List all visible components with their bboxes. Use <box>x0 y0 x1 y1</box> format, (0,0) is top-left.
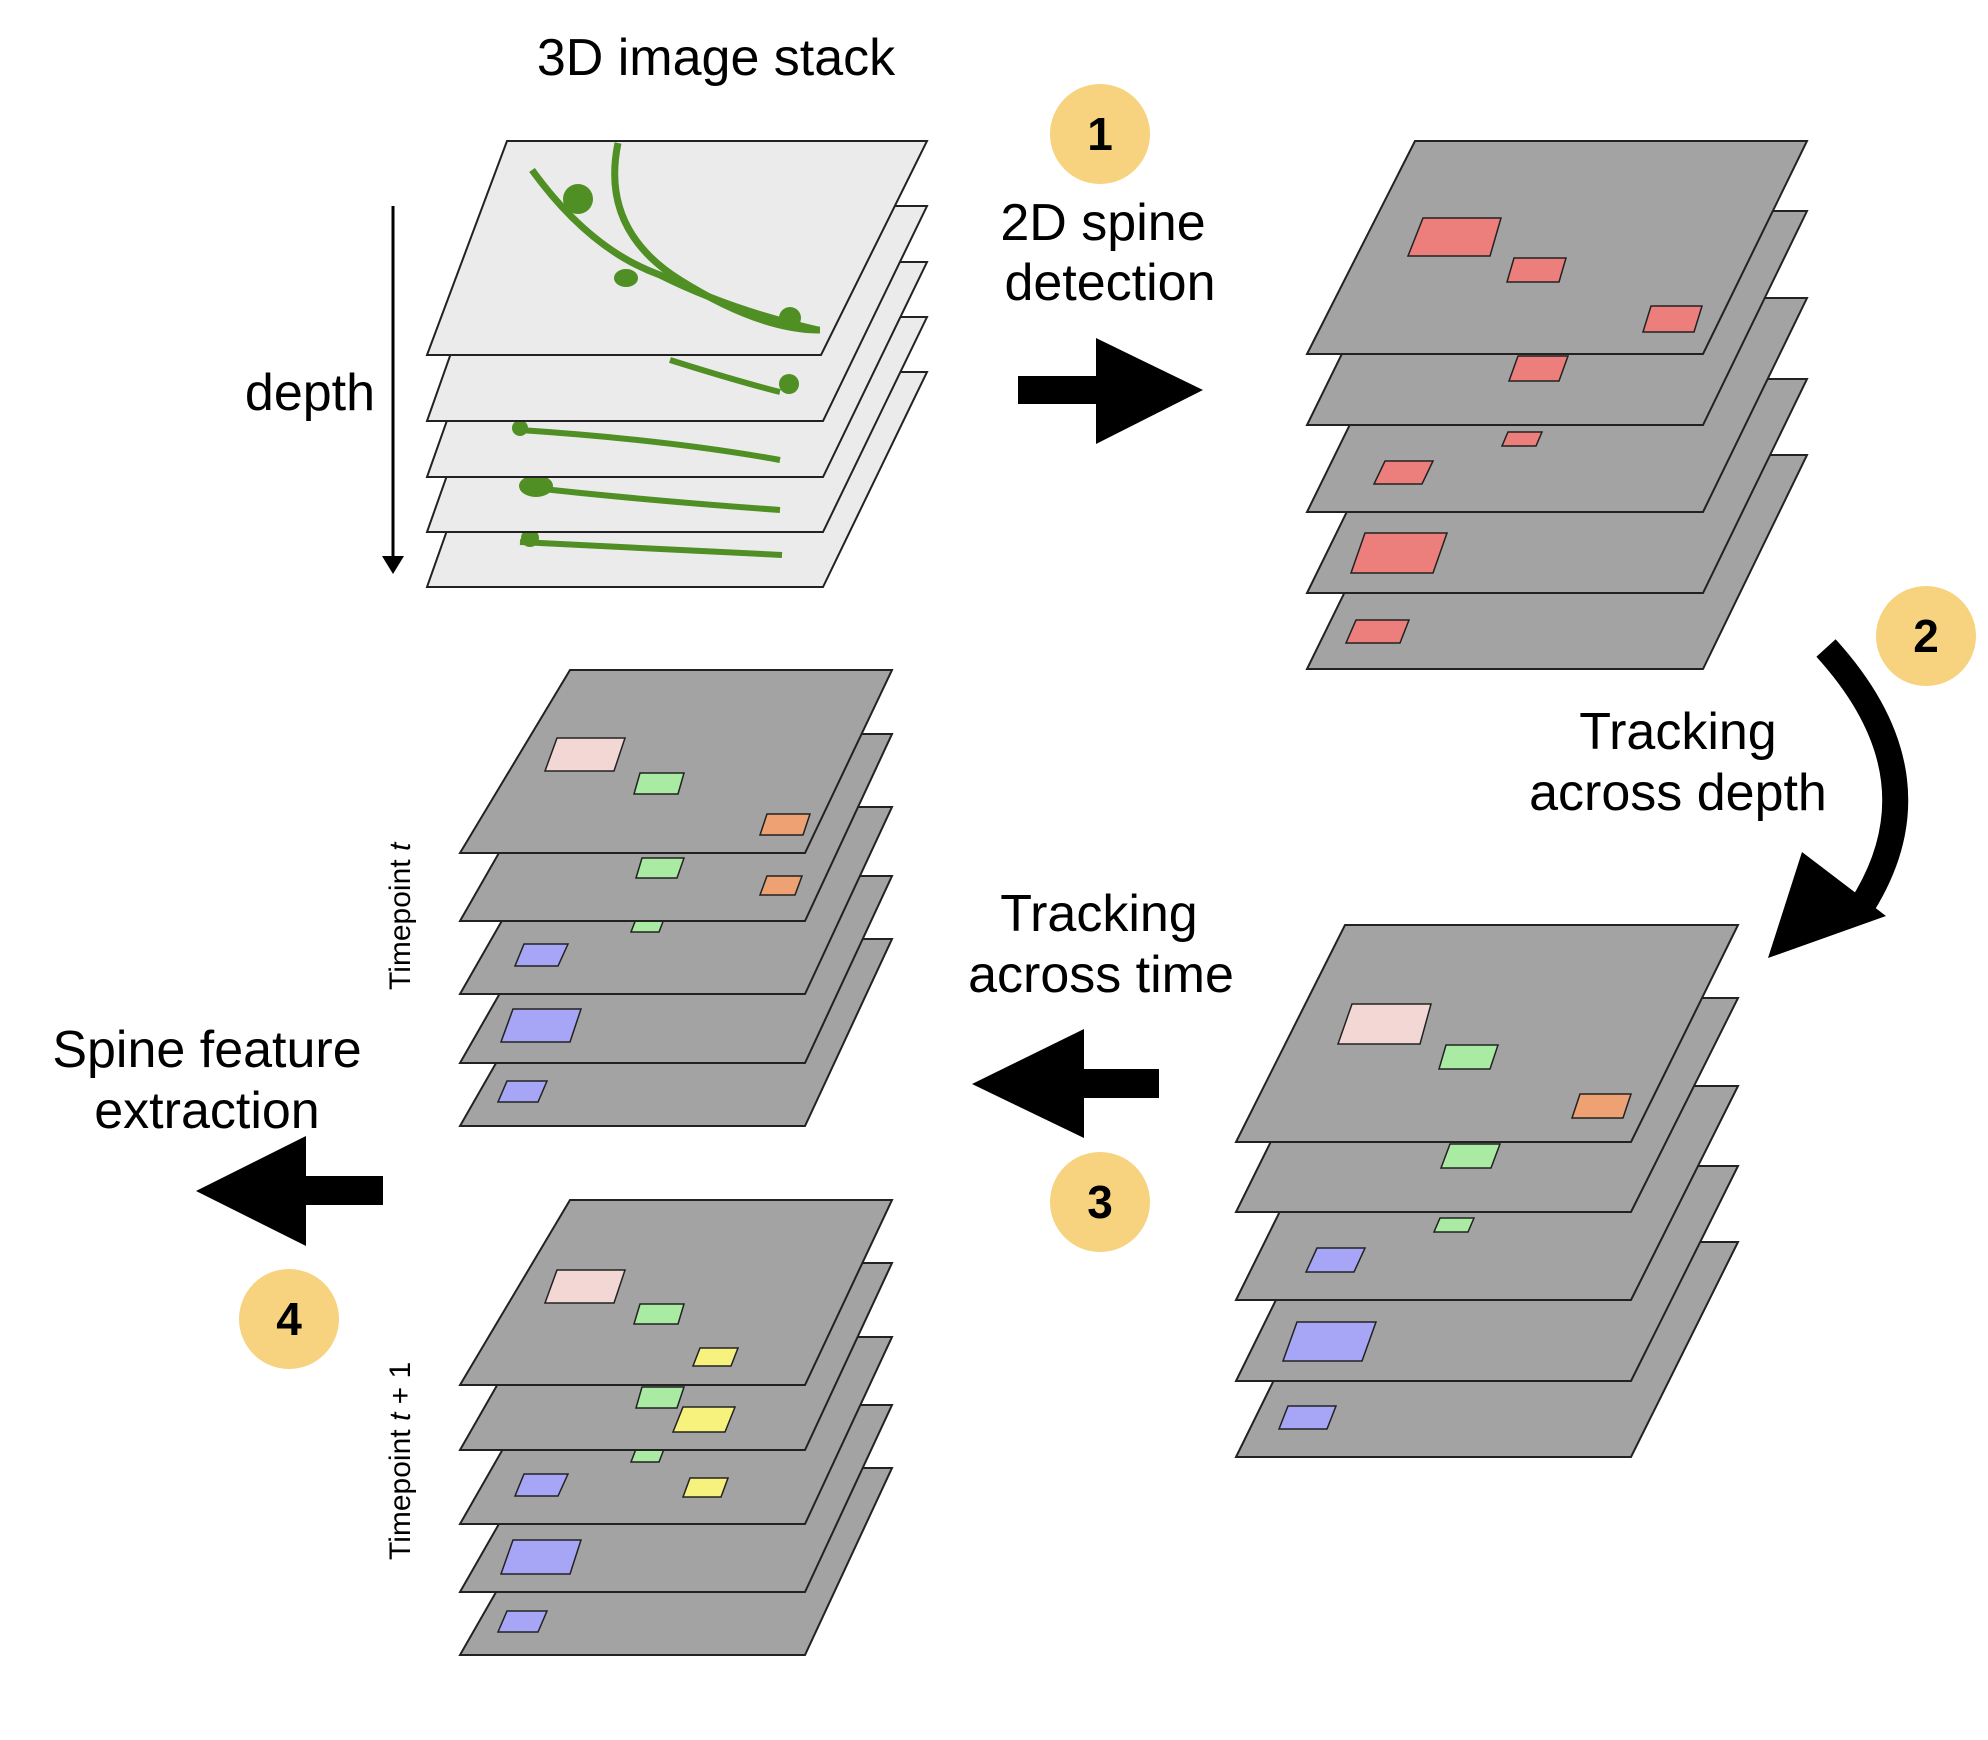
spine-box <box>513 943 570 967</box>
spine-box <box>496 1080 549 1103</box>
spine-box <box>634 857 686 879</box>
spine-box <box>1304 1247 1367 1273</box>
spine-box <box>1344 619 1411 644</box>
svg-text:1: 1 <box>1087 108 1113 160</box>
depth-label: depth <box>245 364 375 422</box>
svg-text:3: 3 <box>1087 1176 1113 1228</box>
spine-box <box>1439 1143 1502 1169</box>
detected-stack <box>1305 140 1809 670</box>
spine-box <box>499 1008 583 1043</box>
spine-box <box>1500 431 1544 447</box>
badge-2: 2 <box>1876 586 1976 686</box>
t-slice-1 <box>458 669 894 854</box>
spine-box <box>691 1347 740 1367</box>
raw-slice-1 <box>425 140 929 356</box>
timepoint-t1-stack <box>458 1199 894 1656</box>
spine-box <box>1570 1093 1633 1119</box>
arrow-step-4 <box>196 1136 383 1246</box>
spine-box <box>1277 1405 1338 1430</box>
spine-box <box>1349 532 1449 574</box>
raw-image-stack <box>425 140 929 588</box>
depth-tracked-stack <box>1234 924 1740 1458</box>
timepoint-t1-label: Timepoint t + 1 <box>384 1362 417 1560</box>
spine-box <box>671 1406 737 1433</box>
spine-box <box>1506 257 1567 283</box>
t1-slice-1 <box>458 1199 894 1386</box>
step2-label-line2: across depth <box>1529 764 1827 822</box>
step4-label-line2: extraction <box>94 1082 319 1140</box>
spine-box <box>543 737 627 772</box>
detected-slice-1 <box>1305 140 1809 355</box>
badge-1: 1 <box>1050 84 1150 184</box>
spine-box <box>758 813 812 836</box>
spine-box <box>496 1610 549 1633</box>
stack-title: 3D image stack <box>537 29 896 87</box>
spine-box <box>1641 305 1704 333</box>
spine-box <box>635 1386 686 1409</box>
arrow-step-2 <box>1768 639 1909 958</box>
spine-box <box>758 875 804 896</box>
spine-box <box>681 1477 730 1498</box>
depth-arrow <box>382 206 404 574</box>
spine-box <box>1507 355 1570 382</box>
svg-text:4: 4 <box>276 1293 302 1345</box>
step2-label-line1: Tracking <box>1579 703 1776 761</box>
timepoint-t-label: Timepoint t <box>384 841 417 990</box>
arrow-step-1 <box>1018 338 1203 444</box>
step1-label-line1: 2D spine <box>1000 194 1205 252</box>
arrow-step-3 <box>972 1029 1159 1138</box>
spine-box <box>513 1473 570 1497</box>
step3-label-line1: Tracking <box>1000 885 1197 943</box>
spine-box <box>499 1539 583 1575</box>
badge-3: 3 <box>1050 1152 1150 1252</box>
step4-label-line1: Spine feature <box>52 1021 361 1079</box>
badge-4: 4 <box>239 1269 339 1369</box>
timepoint-t-stack <box>458 669 894 1127</box>
spine-box <box>543 1269 627 1304</box>
spine-box <box>1372 460 1435 485</box>
step3-label-line2: across time <box>968 946 1234 1004</box>
spine-box <box>1336 1003 1432 1045</box>
step1-label-line2: detection <box>1004 254 1215 312</box>
spine-box <box>632 1303 686 1325</box>
spine-box <box>1438 1044 1500 1070</box>
spine-box <box>1432 1217 1476 1233</box>
svg-text:2: 2 <box>1913 610 1939 662</box>
spine-box <box>1406 217 1502 257</box>
spine-box <box>1281 1321 1378 1362</box>
spine-box <box>633 772 685 795</box>
tracked-slice-1 <box>1234 924 1740 1143</box>
